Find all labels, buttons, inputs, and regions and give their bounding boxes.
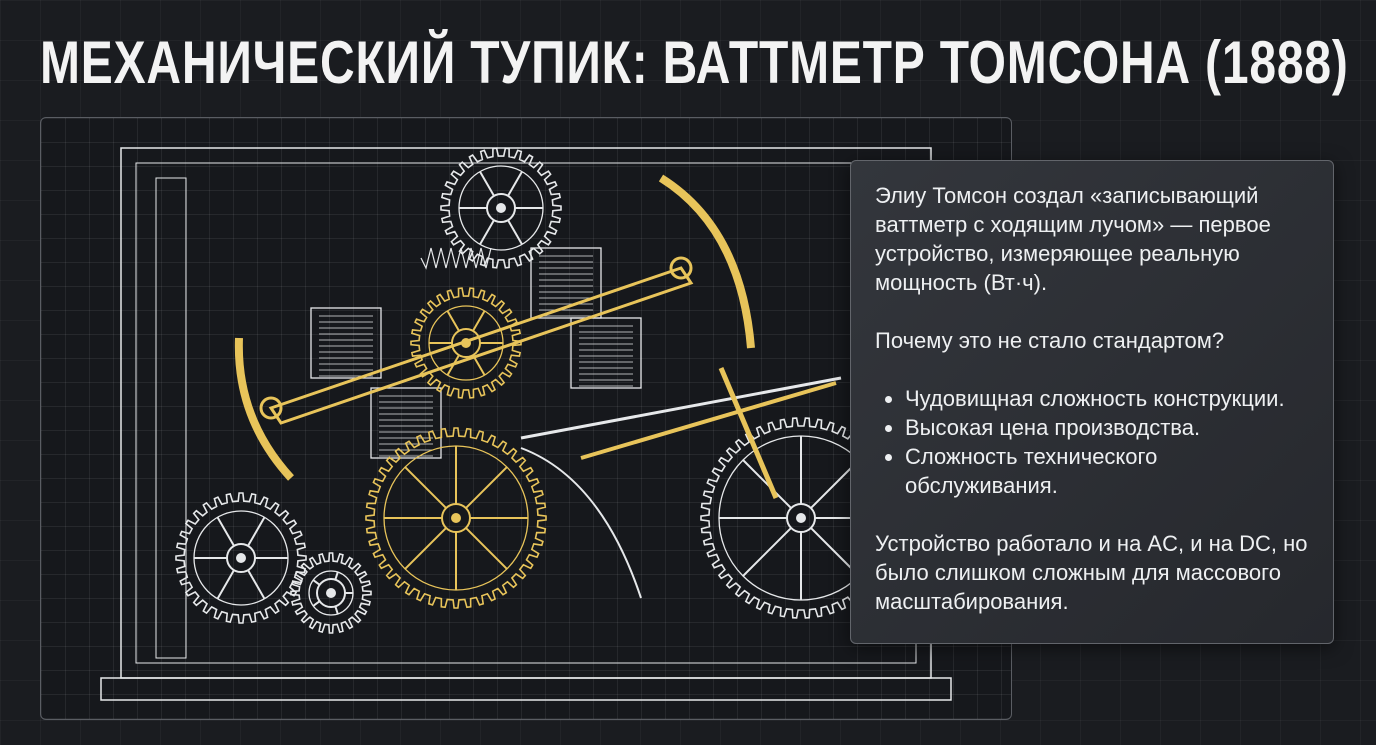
wattmeter-blueprint-illustration xyxy=(40,117,1012,720)
gear-gold-upper-spoke xyxy=(472,310,486,332)
gold-lever xyxy=(580,381,837,460)
reasons-list: Чудовищная сложность конструкции. Высока… xyxy=(875,384,1311,500)
side-column xyxy=(155,177,187,659)
list-item: Чудовищная сложность конструкции. xyxy=(905,384,1311,413)
gear-gold-upper-spoke xyxy=(446,354,460,376)
gear-small xyxy=(290,552,372,634)
gear-gold-lower-axle xyxy=(451,513,461,523)
slide-title: МЕХАНИЧЕСКИЙ ТУПИК: ВАТТМЕТР ТОМСОНА (18… xyxy=(40,29,1349,96)
gear-left xyxy=(175,492,307,624)
gear-small-axle xyxy=(326,588,336,598)
gear-gold-upper-spoke xyxy=(446,310,460,332)
conclusion-text: Устройство работало и на AC, и на DC, но… xyxy=(875,531,1308,614)
base-plate xyxy=(100,677,952,701)
coil xyxy=(530,247,602,319)
gear-small-spoke xyxy=(334,606,339,615)
gear-left-spoke xyxy=(216,516,235,547)
list-item: Высокая цена производства. xyxy=(905,413,1311,442)
gear-small-spoke xyxy=(312,579,321,586)
intro-text: Элиу Томсон создал «записывающий ваттмет… xyxy=(875,183,1271,295)
gear-top-axle xyxy=(496,203,506,213)
info-card: Элиу Томсон создал «записывающий ваттмет… xyxy=(850,160,1334,644)
coil xyxy=(370,387,442,459)
gear-small-spoke xyxy=(334,571,339,580)
gear-gold-lower xyxy=(365,427,547,609)
gear-gold-lower-spoke xyxy=(404,466,447,509)
gear-left-spoke xyxy=(216,569,235,600)
walking-beam xyxy=(268,266,694,425)
right-arc xyxy=(658,174,755,349)
coil xyxy=(570,317,642,389)
gold-rod xyxy=(718,367,779,499)
gear-left-axle xyxy=(236,553,246,563)
gear-right-spoke xyxy=(742,459,792,509)
coil xyxy=(310,307,382,379)
gear-left-spoke xyxy=(247,516,266,547)
link-rod xyxy=(520,447,642,599)
gear-small-spoke xyxy=(312,600,321,607)
gear-gold-lower-spoke xyxy=(465,466,508,509)
gear-gold-lower-spoke xyxy=(404,527,447,570)
gear-right-spoke xyxy=(742,527,792,577)
lever-arm xyxy=(520,376,842,440)
gear-top xyxy=(440,147,562,269)
gear-gold-lower-spoke xyxy=(465,527,508,570)
gear-top-spoke xyxy=(507,219,523,245)
gear-gold-upper-spoke xyxy=(472,354,486,376)
gear-gold-upper xyxy=(410,287,522,399)
gear-top-spoke xyxy=(479,171,495,197)
list-item: Сложность технического обслуживания. xyxy=(905,442,1311,500)
gear-top-spoke xyxy=(479,219,495,245)
gear-right-axle xyxy=(796,513,806,523)
left-arc xyxy=(234,337,294,481)
pivot xyxy=(669,256,693,280)
gear-top-spoke xyxy=(507,171,523,197)
frame xyxy=(120,147,932,679)
pivot xyxy=(259,396,283,420)
question-text: Почему это не стало стандартом? xyxy=(875,328,1225,353)
gear-gold-upper-axle xyxy=(461,338,471,348)
gear-left-spoke xyxy=(247,569,266,600)
